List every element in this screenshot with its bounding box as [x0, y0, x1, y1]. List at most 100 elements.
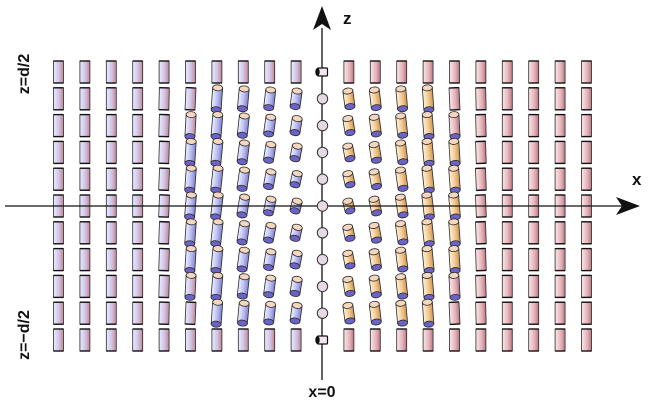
- director-cylinder: [554, 87, 566, 111]
- director-cylinder: [581, 301, 592, 325]
- director-cylinder: [184, 86, 197, 111]
- director-cylinder: [528, 301, 540, 325]
- director-cylinder: [289, 142, 303, 163]
- director-cylinder: [475, 60, 487, 84]
- director-cylinder: [475, 86, 487, 111]
- director-cylinder: [528, 113, 540, 138]
- director-cylinder: [158, 301, 170, 326]
- director-cylinder: [132, 328, 144, 352]
- director-cylinder: [396, 60, 408, 84]
- director-cylinder: [79, 247, 91, 272]
- director-cylinder: [501, 221, 513, 245]
- director-cylinder: [158, 86, 170, 111]
- director-cylinder: [289, 87, 303, 111]
- director-cylinder: [342, 223, 356, 242]
- director-cylinder: [105, 60, 117, 84]
- director-cylinder: [210, 111, 224, 140]
- director-cylinder: [289, 275, 303, 297]
- director-cylinder: [79, 140, 91, 165]
- director-cylinder: [528, 87, 540, 111]
- director-cylinder: [475, 301, 487, 326]
- director-cylinder: [528, 221, 540, 245]
- director-cylinder: [394, 220, 409, 246]
- director-cylinder: [236, 220, 251, 246]
- director-cylinder: [554, 301, 566, 325]
- director-cylinder: [184, 245, 197, 274]
- director-cylinder: [53, 301, 64, 325]
- director-cylinder: [289, 170, 303, 189]
- director-cylinder: [342, 142, 356, 163]
- director-cylinder: [263, 274, 277, 299]
- director-cylinder: [184, 111, 197, 140]
- center-dot: [316, 93, 329, 105]
- director-cylinder: [210, 138, 224, 167]
- director-cylinder: [528, 328, 540, 352]
- director-cylinder: [210, 164, 224, 194]
- director-cylinder: [53, 274, 64, 299]
- director-cylinder: [421, 245, 435, 274]
- director-cylinder: [581, 274, 592, 299]
- director-cylinder: [501, 274, 513, 299]
- director-cylinder: [53, 140, 64, 165]
- director-cylinder: [210, 218, 224, 248]
- director-cylinder: [79, 113, 91, 138]
- director-cylinder: [132, 167, 144, 191]
- director-cylinder: [581, 60, 592, 84]
- director-cylinder: [132, 301, 144, 325]
- director-cylinder: [158, 113, 170, 138]
- director-cylinder: [368, 274, 382, 299]
- director-cylinder: [105, 274, 117, 299]
- director-cylinder: [79, 328, 91, 352]
- director-cylinder: [53, 113, 64, 138]
- director-cylinder: [53, 60, 64, 84]
- director-cylinder: [289, 115, 303, 137]
- director-cylinder: [185, 328, 196, 352]
- director-cylinder: [394, 166, 409, 192]
- director-cylinder: [581, 140, 592, 165]
- center-dot: [316, 227, 329, 239]
- director-cylinder: [342, 170, 356, 189]
- bottom-boundary-label: z=−d/2: [16, 310, 33, 360]
- director-cylinder: [448, 218, 461, 248]
- director-cylinder: [237, 60, 249, 84]
- director-cylinder: [236, 139, 250, 166]
- director-cylinder: [236, 85, 250, 113]
- director-cylinder: [395, 273, 409, 300]
- director-cylinder: [448, 272, 461, 301]
- director-cylinder: [369, 328, 381, 352]
- director-cylinder: [421, 111, 435, 140]
- director-cylinder: [501, 167, 513, 191]
- director-cylinder: [554, 247, 566, 272]
- director-cylinder: [501, 60, 513, 84]
- director-cylinder: [158, 247, 170, 272]
- z-axis-arrowhead: [313, 6, 331, 30]
- center-dot: [316, 200, 329, 212]
- director-cylinder: [554, 274, 566, 299]
- director-cylinder: [236, 166, 251, 192]
- director-cylinder: [79, 167, 91, 191]
- director-cylinder: [581, 221, 592, 245]
- director-cylinder: [210, 245, 224, 274]
- director-cylinder: [53, 247, 64, 272]
- director-cylinder: [448, 138, 461, 167]
- director-cylinder: [448, 86, 461, 111]
- director-cylinder: [368, 221, 383, 244]
- director-cylinder: [132, 113, 144, 138]
- director-cylinder: [289, 223, 303, 242]
- director-cylinder: [105, 221, 117, 245]
- director-cylinder: [581, 167, 592, 191]
- director-cylinder: [210, 298, 224, 328]
- director-cylinder: [501, 113, 513, 138]
- director-cylinder: [290, 60, 302, 84]
- director-cylinder: [501, 301, 513, 325]
- center-dot: [316, 173, 329, 185]
- director-cylinder: [421, 218, 435, 248]
- director-cylinder: [342, 275, 356, 297]
- director-cylinder: [368, 168, 383, 191]
- director-cylinder: [53, 87, 64, 111]
- director-cylinder: [211, 328, 223, 352]
- director-cylinder: [105, 167, 117, 191]
- director-cylinder: [79, 60, 91, 84]
- director-cylinder: [528, 274, 540, 299]
